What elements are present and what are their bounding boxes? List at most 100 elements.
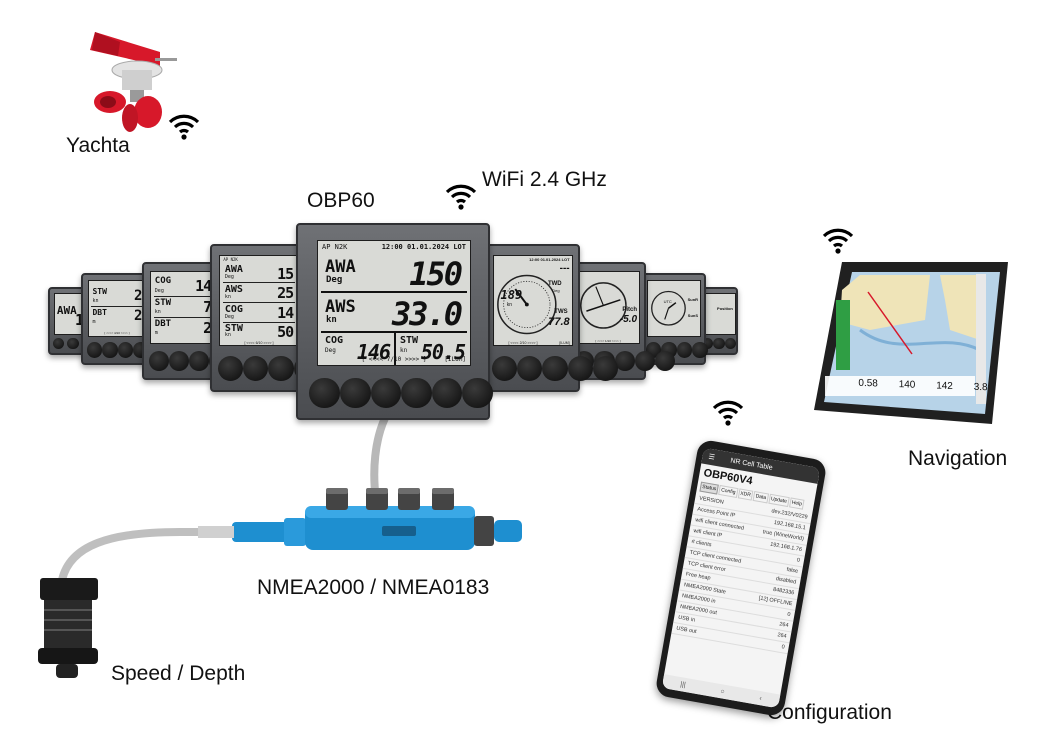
gauge-value: 189: [500, 287, 523, 302]
status-header-right: 12:00 01.01.2024 LOT: [381, 243, 466, 252]
value: 2: [203, 319, 212, 338]
value-name: STW: [400, 335, 419, 347]
display-button[interactable]: [339, 377, 371, 409]
value: 50.5: [420, 340, 466, 365]
sunset-label: SunS: [687, 312, 699, 318]
page-footer: [ <<<< 4/10 >>>> ]: [104, 330, 130, 335]
position-label: Position: [717, 305, 733, 311]
value-name: AWS: [224, 283, 243, 295]
wifi-icon: [712, 400, 744, 426]
row-value: 0: [786, 611, 791, 619]
display-button[interactable]: [462, 377, 493, 409]
value: 146: [356, 340, 391, 365]
clock-gauge: [651, 291, 686, 326]
tablet-value: 142: [936, 380, 953, 393]
row-value: 0: [796, 557, 801, 564]
ilum-label: [ILUM]: [444, 355, 466, 363]
row-value: 0: [781, 644, 786, 651]
page-footer: [ <<<< 2/10 >>>> ]: [508, 340, 538, 345]
wifi-icon: [822, 228, 854, 254]
value-unit: m: [154, 330, 158, 337]
menu-icon[interactable]: ☰: [707, 453, 716, 462]
value-unit: m: [92, 319, 96, 325]
row-value: disabled: [775, 576, 797, 586]
attitude-gauge: [579, 281, 627, 329]
tablet-value: 0.58: [858, 377, 878, 390]
row-value: 264: [776, 632, 788, 640]
value: 2: [134, 308, 143, 325]
value: 14: [195, 276, 212, 295]
wifi-icon: [168, 114, 200, 140]
display-button[interactable]: [401, 377, 432, 409]
status-header-left: AP N2K: [322, 243, 348, 252]
value: 50: [277, 323, 294, 342]
page-footer: [ <<<< 6/10 >>>> ]: [244, 340, 274, 345]
twd-label: TWD: [547, 280, 562, 287]
value: 14: [277, 303, 294, 322]
wifi-label: WiFi 2.4 GHz: [482, 168, 607, 191]
nmea-label: NMEA2000 / NMEA0183: [257, 576, 490, 599]
tab-status[interactable]: Status: [699, 481, 720, 495]
value-unit: Deg: [224, 274, 234, 281]
value-unit: Deg: [154, 287, 164, 294]
status-header: AP N2K: [223, 256, 238, 262]
value-name: DBT: [92, 308, 107, 317]
value: 2: [134, 287, 143, 304]
twd-unit: Deg: [552, 287, 560, 293]
back-icon[interactable]: ‹: [758, 694, 763, 702]
display-button[interactable]: [309, 377, 340, 409]
obp60-main-display: AP N2K 12:00 01.01.2024 LOT AWA Deg 150 …: [296, 223, 493, 420]
value-name: COG: [325, 335, 344, 347]
tab-update[interactable]: Update: [768, 493, 790, 508]
value-unit: kn: [154, 308, 161, 315]
tab-help[interactable]: Help: [788, 497, 805, 510]
row-value: 264: [778, 621, 789, 629]
tab-config[interactable]: Config: [718, 484, 739, 498]
tablet-value: 140: [898, 379, 916, 391]
value-unit: Deg: [326, 275, 343, 286]
value-name: STW: [92, 287, 107, 297]
value-unit: kn: [326, 315, 337, 326]
value-name: AWA: [325, 257, 356, 278]
obp60-display-left-1: AP N2K AWA Deg 15 AWS kn 25 COG Deg 14 S…: [210, 244, 345, 392]
tab-xdr[interactable]: XDR: [737, 488, 754, 501]
obp60-display-right-3: UTC SunR SunS: [640, 273, 708, 365]
value: 15: [277, 264, 294, 283]
value-unit: kn: [224, 294, 231, 301]
wind-gauge: [497, 274, 557, 334]
value-name: STW: [154, 297, 172, 308]
row-value: 8482336: [772, 586, 795, 597]
ilum-label: [ILUM]: [559, 340, 570, 345]
phone-illustration: ☰ NR Cell Table OBP60V4 Status Config XD…: [654, 438, 828, 718]
sunrise-label: SunR: [687, 296, 699, 302]
value-name: AWS: [325, 297, 356, 318]
tws-value: 77.8: [548, 316, 570, 329]
utc-label: UTC: [663, 298, 672, 304]
row-key: USB in: [677, 614, 696, 624]
data-row: AWS kn 33.0: [321, 293, 467, 334]
home-icon[interactable]: ○: [719, 687, 726, 696]
pitch-label: Pitch: [622, 307, 638, 314]
tab-data[interactable]: Data: [752, 491, 769, 504]
value-unit: kn: [400, 347, 408, 355]
obp60-label: OBP60: [307, 189, 375, 212]
value: 33.0: [391, 295, 463, 334]
tablet-bottom-bar: 0.58 140 142 3.8: [848, 377, 998, 398]
row-key: # clients: [691, 538, 712, 549]
value-name: COG: [224, 303, 243, 315]
tablet-value: 3.8: [973, 381, 988, 394]
configuration-label: Configuration: [767, 701, 892, 724]
value-name: AWA: [56, 303, 77, 317]
tws-label: TWS: [554, 309, 568, 316]
row-key: USB out: [675, 625, 697, 636]
phone-screen: ☰ NR Cell Table OBP60V4 Status Config XD…: [661, 447, 821, 709]
value-name: STW: [224, 323, 243, 335]
value-unit: Deg: [325, 347, 336, 355]
value-unit: kn: [224, 331, 231, 338]
recent-apps-icon[interactable]: |||: [679, 680, 687, 689]
display-button[interactable]: [431, 377, 463, 409]
display-button[interactable]: [370, 377, 402, 409]
wifi-icon: [445, 184, 477, 210]
page-footer: [ <<<< 7/10 >>>> ]: [361, 355, 427, 363]
